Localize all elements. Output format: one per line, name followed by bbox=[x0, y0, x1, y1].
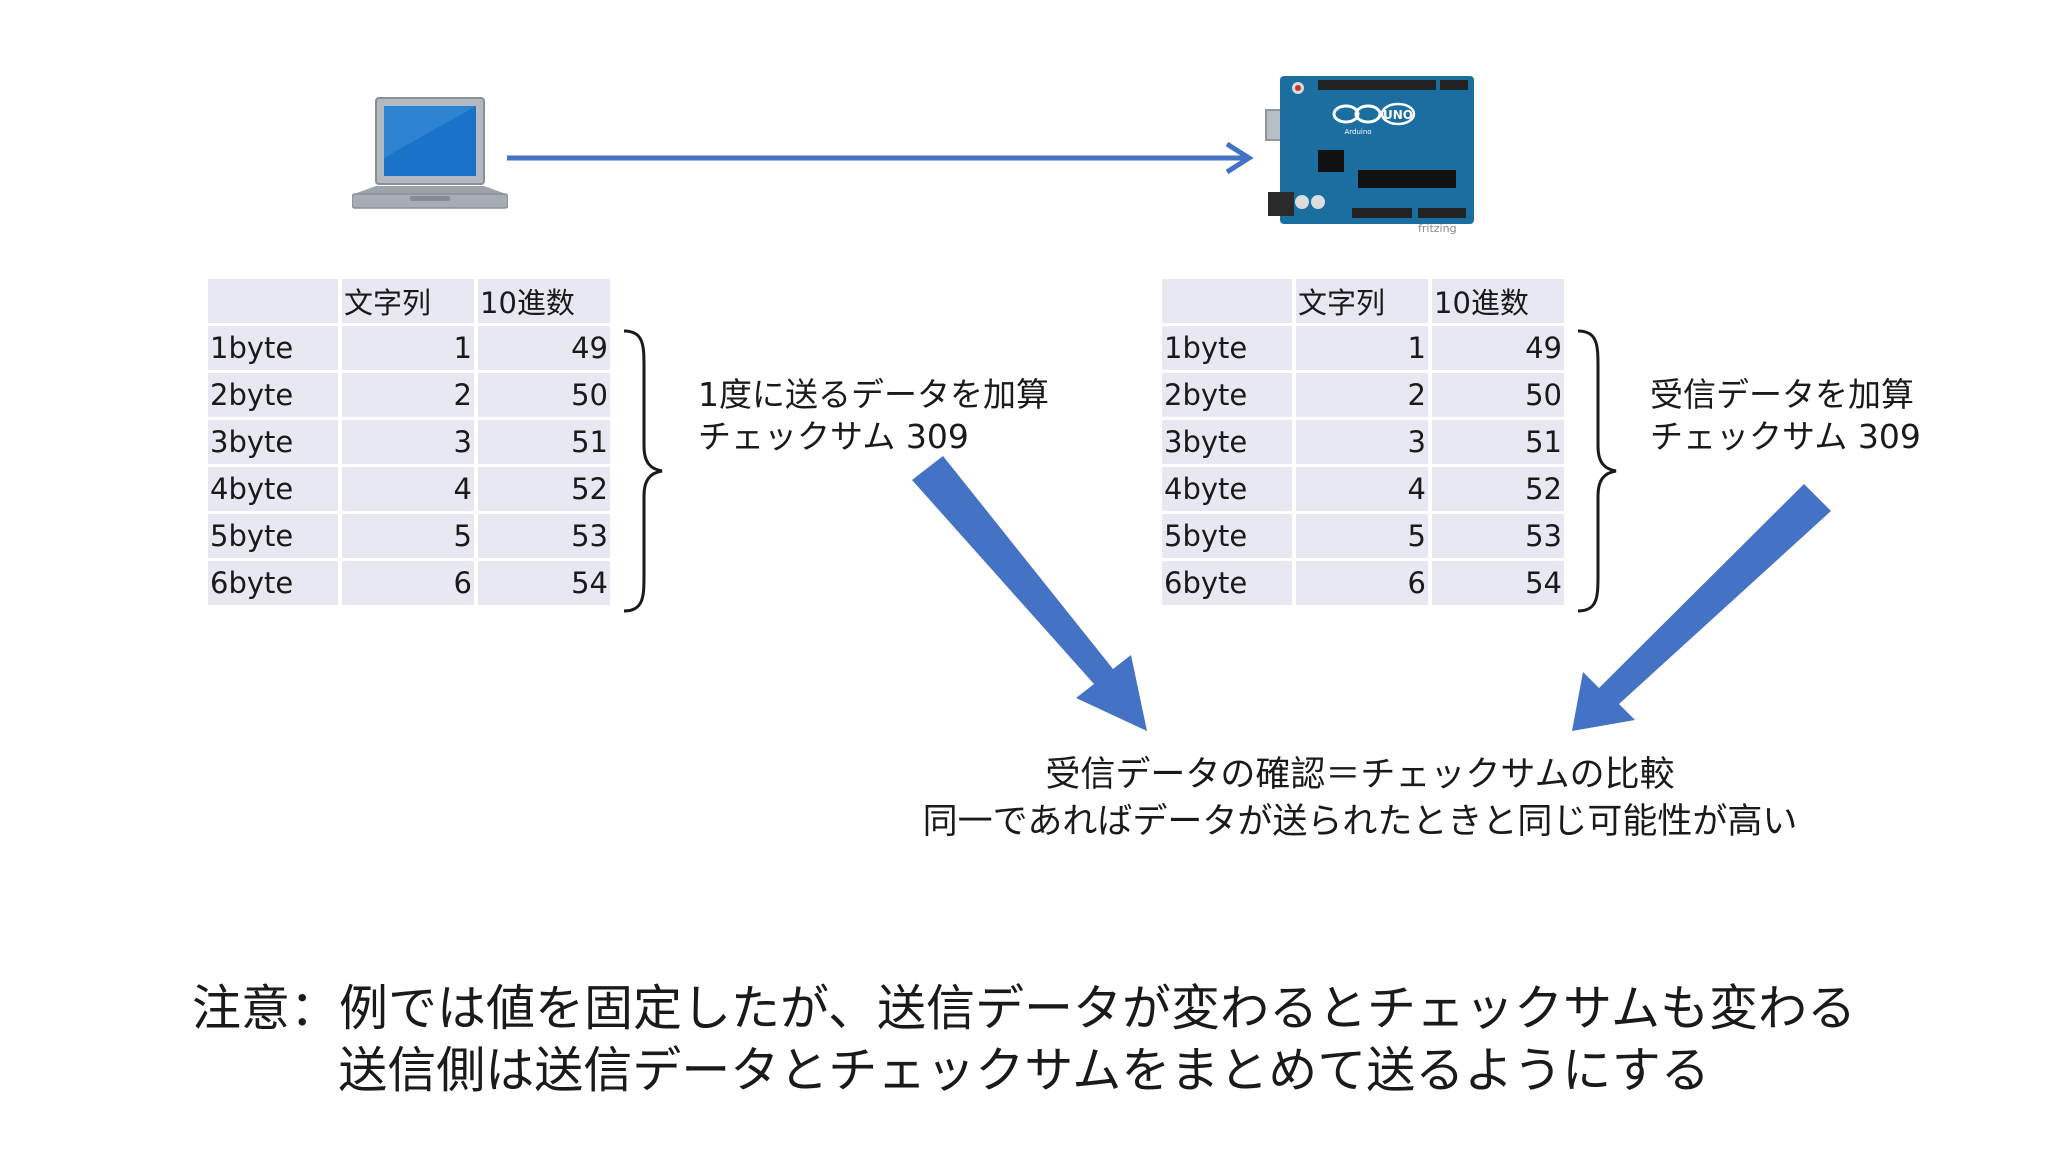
curly-brace-icon bbox=[623, 329, 663, 613]
table-cell: 6 bbox=[1296, 561, 1428, 605]
table-cell: 4 bbox=[342, 467, 474, 511]
table-cell: 51 bbox=[1432, 420, 1564, 464]
table-cell: 2byte bbox=[1162, 373, 1292, 417]
table-cell: 3byte bbox=[208, 420, 338, 464]
table-cell: 5byte bbox=[1162, 514, 1292, 558]
caution-line: 注意：例では値を固定したが、送信データが変わるとチェックサムも変わる bbox=[191, 980, 1857, 1037]
table-cell: 3 bbox=[1296, 420, 1428, 464]
table-cell: 49 bbox=[478, 326, 610, 370]
caution-line: 送信側は送信データとチェックサムをまとめて送るようにする bbox=[338, 1042, 1710, 1099]
uno-logo-text: UNO bbox=[1383, 108, 1413, 122]
table-cell: 6byte bbox=[1162, 561, 1292, 605]
table-cell: 4byte bbox=[1162, 467, 1292, 511]
table-cell: 6byte bbox=[208, 561, 338, 605]
laptop-icon bbox=[352, 97, 508, 209]
column-header bbox=[208, 279, 338, 323]
column-header: 10進数 bbox=[1432, 279, 1564, 323]
column-header: 文字列 bbox=[1296, 279, 1428, 323]
table-cell: 54 bbox=[478, 561, 610, 605]
table-cell: 2 bbox=[342, 373, 474, 417]
table-cell: 52 bbox=[1432, 467, 1564, 511]
arduino-board-icon: UNO Arduino bbox=[1265, 76, 1474, 224]
table-cell: 53 bbox=[478, 514, 610, 558]
table-cell: 4byte bbox=[208, 467, 338, 511]
table-cell: 49 bbox=[1432, 326, 1564, 370]
table-cell: 50 bbox=[1432, 373, 1564, 417]
table-cell: 1byte bbox=[208, 326, 338, 370]
checksum-comparison-text: 受信データの確認＝チェックサムの比較 同一であればデータが送られたときと同じ可能… bbox=[770, 752, 1950, 846]
caution-note: 注意：例では値を固定したが、送信データが変わるとチェックサムも変わる 送信側は送… bbox=[0, 978, 2048, 1102]
table-cell: 6 bbox=[342, 561, 474, 605]
column-header bbox=[1162, 279, 1292, 323]
table-cell: 54 bbox=[1432, 561, 1564, 605]
label-line: チェックサム 309 bbox=[698, 417, 969, 456]
column-header: 文字列 bbox=[342, 279, 474, 323]
receiver-checksum-label: 受信データを加算 チェックサム 309 bbox=[1650, 374, 1921, 458]
table-cell: 5byte bbox=[208, 514, 338, 558]
table-cell: 1 bbox=[342, 326, 474, 370]
table-cell: 51 bbox=[478, 420, 610, 464]
comparison-line: 受信データの確認＝チェックサムの比較 bbox=[1045, 755, 1675, 795]
curly-brace-icon bbox=[1577, 329, 1617, 613]
label-line: 受信データを加算 bbox=[1650, 375, 1914, 414]
arrow-right-icon bbox=[507, 141, 1254, 175]
table-cell: 53 bbox=[1432, 514, 1564, 558]
table-cell: 1byte bbox=[1162, 326, 1292, 370]
column-header: 10進数 bbox=[478, 279, 610, 323]
table-cell: 50 bbox=[478, 373, 610, 417]
label-line: 1度に送るデータを加算 bbox=[698, 375, 1049, 414]
table-cell: 2 bbox=[1296, 373, 1428, 417]
arduino-brand-text: Arduino bbox=[1344, 128, 1371, 136]
sender-checksum-label: 1度に送るデータを加算 チェックサム 309 bbox=[698, 374, 1049, 458]
comparison-line: 同一であればデータが送られたときと同じ可能性が高い bbox=[922, 802, 1798, 842]
label-line: チェックサム 309 bbox=[1650, 417, 1921, 456]
table-cell: 2byte bbox=[208, 373, 338, 417]
table-cell: 5 bbox=[1296, 514, 1428, 558]
table-cell: 52 bbox=[478, 467, 610, 511]
table-cell: 1 bbox=[1296, 326, 1428, 370]
table-cell: 3byte bbox=[1162, 420, 1292, 464]
table-cell: 3 bbox=[342, 420, 474, 464]
table-cell: 5 bbox=[342, 514, 474, 558]
table-cell: 4 bbox=[1296, 467, 1428, 511]
fritzing-watermark: fritzing bbox=[1418, 222, 1457, 235]
